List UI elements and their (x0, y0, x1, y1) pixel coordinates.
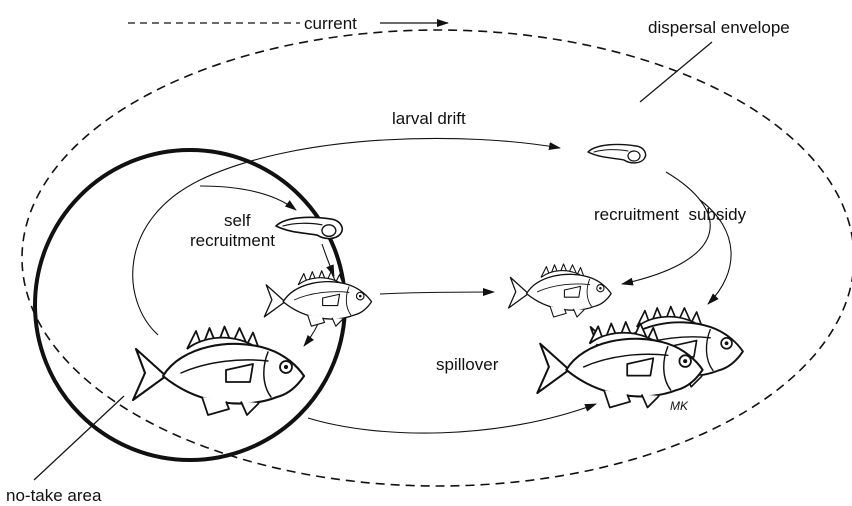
juvenile-fish-inside (264, 271, 371, 326)
larval-drift-label: larval drift (392, 109, 466, 128)
no-take-area-label: no-take area (6, 486, 102, 505)
artist-signature: MK (670, 399, 689, 413)
dispersal-envelope-leader (640, 42, 712, 102)
current-label: current (304, 14, 357, 33)
drifting-larva (588, 144, 646, 162)
recruitment-subsidy-arrow (622, 172, 710, 284)
dispersal-envelope-label: dispersal envelope (648, 18, 790, 37)
adult-fish-inside (133, 327, 304, 416)
spillover-arrow (308, 404, 596, 433)
self-label: self (224, 211, 251, 230)
larva-to-juvenile-arrow (322, 244, 334, 276)
juvenile-fish-outside (509, 264, 612, 317)
self-recruitment-arrow (200, 186, 296, 210)
dispersal-envelope-outline (22, 30, 852, 486)
recruitment-label: recruitment (190, 231, 275, 250)
juvenile-export-arrow (380, 292, 494, 294)
recruitment-subsidy-label: recruitment subsidy (594, 205, 747, 224)
spillover-label: spillover (436, 355, 499, 374)
self-recruitment-larva (276, 217, 342, 238)
